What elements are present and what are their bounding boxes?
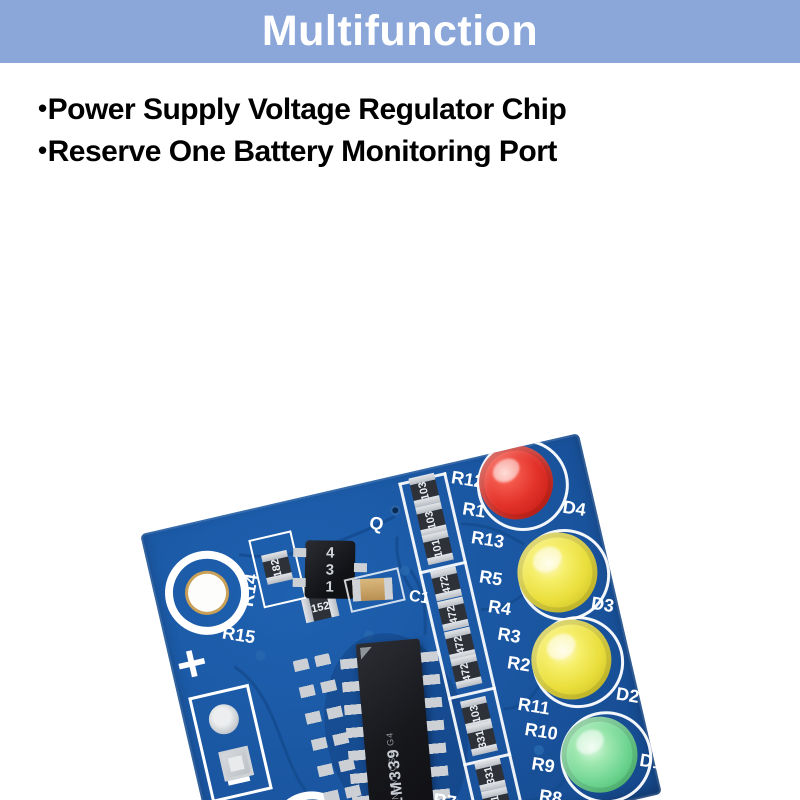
bullet-icon: •: [38, 135, 47, 165]
bullet-icon: •: [38, 93, 47, 123]
ic-lm339: DNHVFCSR G4 LM339: [339, 638, 451, 800]
ref-label: R4: [486, 596, 513, 620]
ref-label: R2: [505, 652, 532, 676]
feature-item: •Power Supply Voltage Regulator Chip: [38, 88, 567, 130]
ref-label: R8: [537, 785, 564, 800]
banner-title: Multifunction: [261, 7, 539, 55]
pcb-board: + − R14 182 R15 152 Q 431: [140, 433, 662, 800]
led-label: D2: [614, 683, 641, 707]
feature-list: •Power Supply Voltage Regulator Chip •Re…: [38, 88, 567, 172]
capacitor-c1: [351, 577, 394, 602]
feature-text: Power Supply Voltage Regulator Chip: [47, 93, 567, 126]
led-label: D4: [561, 496, 588, 521]
feature-item: •Reserve One Battery Monitoring Port: [38, 130, 566, 172]
led-label: D3: [589, 592, 616, 617]
pin1-marker: [360, 647, 373, 660]
ic-marking: DNHVFCSR G4 LM339: [384, 731, 407, 800]
banner: Multifunction: [0, 0, 800, 63]
ref-label: R3: [496, 623, 523, 647]
pcb-photo: + − R14 182 R15 152 Q 431: [0, 180, 800, 800]
ref-label: R9: [530, 753, 557, 777]
ref-label: R5: [477, 566, 504, 590]
led-label: D1: [638, 749, 662, 774]
feature-text: Reserve One Battery Monitoring Port: [47, 135, 558, 168]
